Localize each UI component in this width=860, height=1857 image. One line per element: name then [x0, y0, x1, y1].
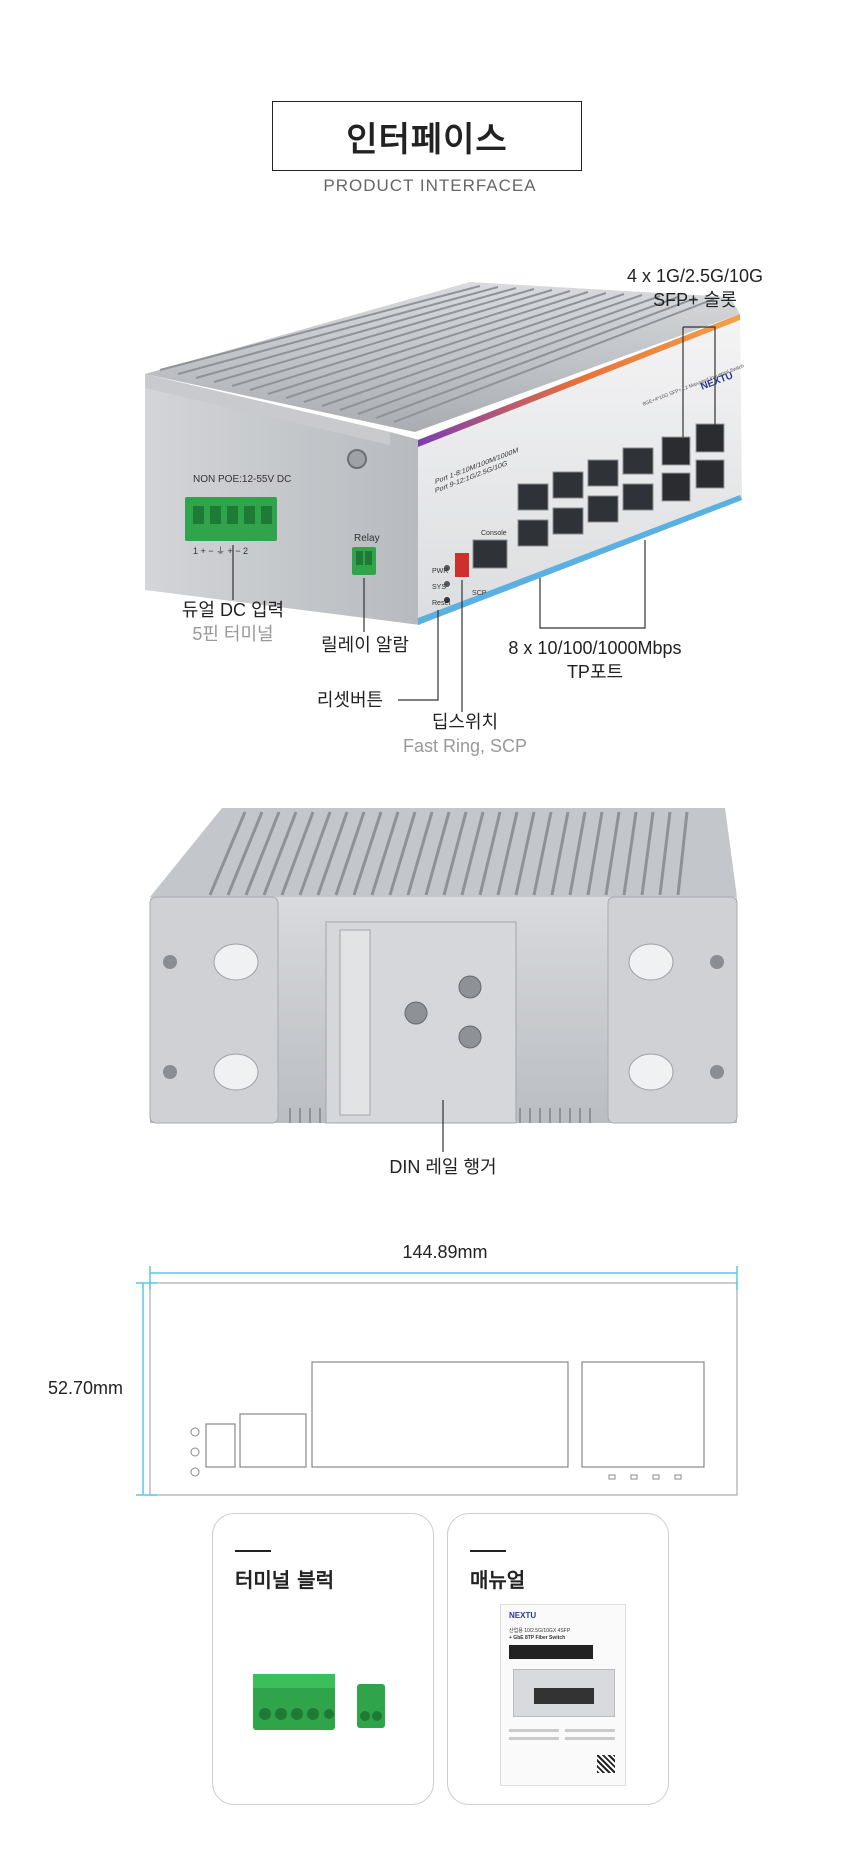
dimension-height: 52.70mm: [48, 1378, 124, 1398]
manual-banner: [509, 1645, 593, 1659]
accessory-card-manual: 매뉴얼 NEXTU 산업용 10/2.5G/10GX 4SFP + GbE 8T…: [447, 1513, 669, 1805]
card-title-bar: [470, 1550, 506, 1552]
page-title: 인터페이스: [272, 101, 582, 171]
callout-relay: 릴레이 알람: [321, 635, 409, 655]
card-title: 터미널 블럭: [235, 1568, 334, 1592]
card-title: 매뉴얼: [470, 1568, 526, 1592]
page-subtitle: PRODUCT INTERFACEA: [323, 176, 537, 195]
callout-sfp: 4 x 1G/2.5G/10G SFP+ 슬롯: [626, 266, 764, 310]
manual-title-line-2: + GbE 8TP Fiber Switch: [509, 1635, 566, 1641]
manual-thumbnail: NEXTU 산업용 10/2.5G/10GX 4SFP + GbE 8TP Fi…: [500, 1604, 626, 1786]
callout-reset: 리셋버튼: [316, 690, 384, 710]
dimension-width: 144.89mm: [402, 1242, 488, 1262]
qr-code-icon: [597, 1755, 615, 1773]
terminal-block-image: [253, 1674, 385, 1730]
console-label: Console: [481, 530, 507, 537]
dip-scp-label: SCP: [472, 590, 487, 597]
relay-label: Relay: [354, 533, 380, 544]
callout-din-rail: DIN 레일 행거: [389, 1157, 497, 1177]
led-labels: PWR SYS Reset: [432, 568, 451, 607]
manual-device-photo: [513, 1669, 615, 1717]
power-label: NON POE:12-55V DC: [193, 474, 292, 485]
manual-title-line-1: 산업용 10/2.5G/10GX 4SFP: [509, 1628, 571, 1634]
callout-tp-ports: 8 x 10/100/1000Mbps TP포트: [508, 638, 682, 682]
callout-dc-input: 듀얼 DC 입력 5핀 터미널: [181, 600, 285, 644]
terminal-pin-labels: 1 + − ⏚ + − 2: [193, 546, 249, 556]
manual-brand: NEXTU: [509, 1611, 537, 1620]
accessory-card-terminal-block: 터미널 블럭: [212, 1513, 434, 1805]
callout-dip-switch: 딥스위치 Fast Ring, SCP: [402, 712, 528, 756]
card-title-bar: [235, 1550, 271, 1552]
